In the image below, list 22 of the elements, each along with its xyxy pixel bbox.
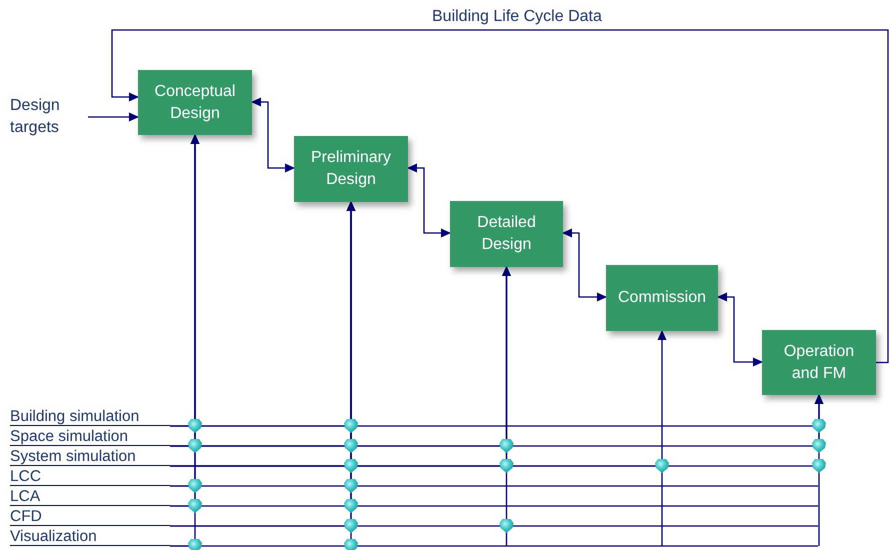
connector-arrow bbox=[717, 292, 763, 366]
tool-label: System simulation bbox=[10, 448, 170, 466]
edge-label: Building Life Cycle Data bbox=[430, 7, 604, 27]
phase-box: Operation and FM bbox=[762, 330, 876, 395]
connector-arrow bbox=[88, 112, 139, 122]
tool-label: Visualization bbox=[10, 528, 170, 546]
tool-label: LCA bbox=[10, 488, 170, 506]
input-label: Design targets bbox=[10, 94, 88, 140]
tool-label: CFD bbox=[10, 508, 170, 526]
phase-box: Commission bbox=[606, 265, 718, 331]
tool-label: LCC bbox=[10, 468, 170, 486]
connector-arrow bbox=[407, 164, 451, 238]
connector-arrow bbox=[170, 266, 511, 527]
phase-box: Detailed Design bbox=[450, 201, 563, 267]
connector-arrow bbox=[170, 394, 824, 467]
tool-label: Building simulation bbox=[10, 408, 170, 426]
phase-box: Conceptual Design bbox=[138, 70, 252, 135]
connector-arrow bbox=[251, 98, 295, 172]
connector-arrow bbox=[111, 29, 889, 364]
tool-label: Space simulation bbox=[10, 428, 170, 446]
connector-arrow bbox=[562, 228, 607, 302]
phase-box: Preliminary Design bbox=[294, 136, 408, 202]
